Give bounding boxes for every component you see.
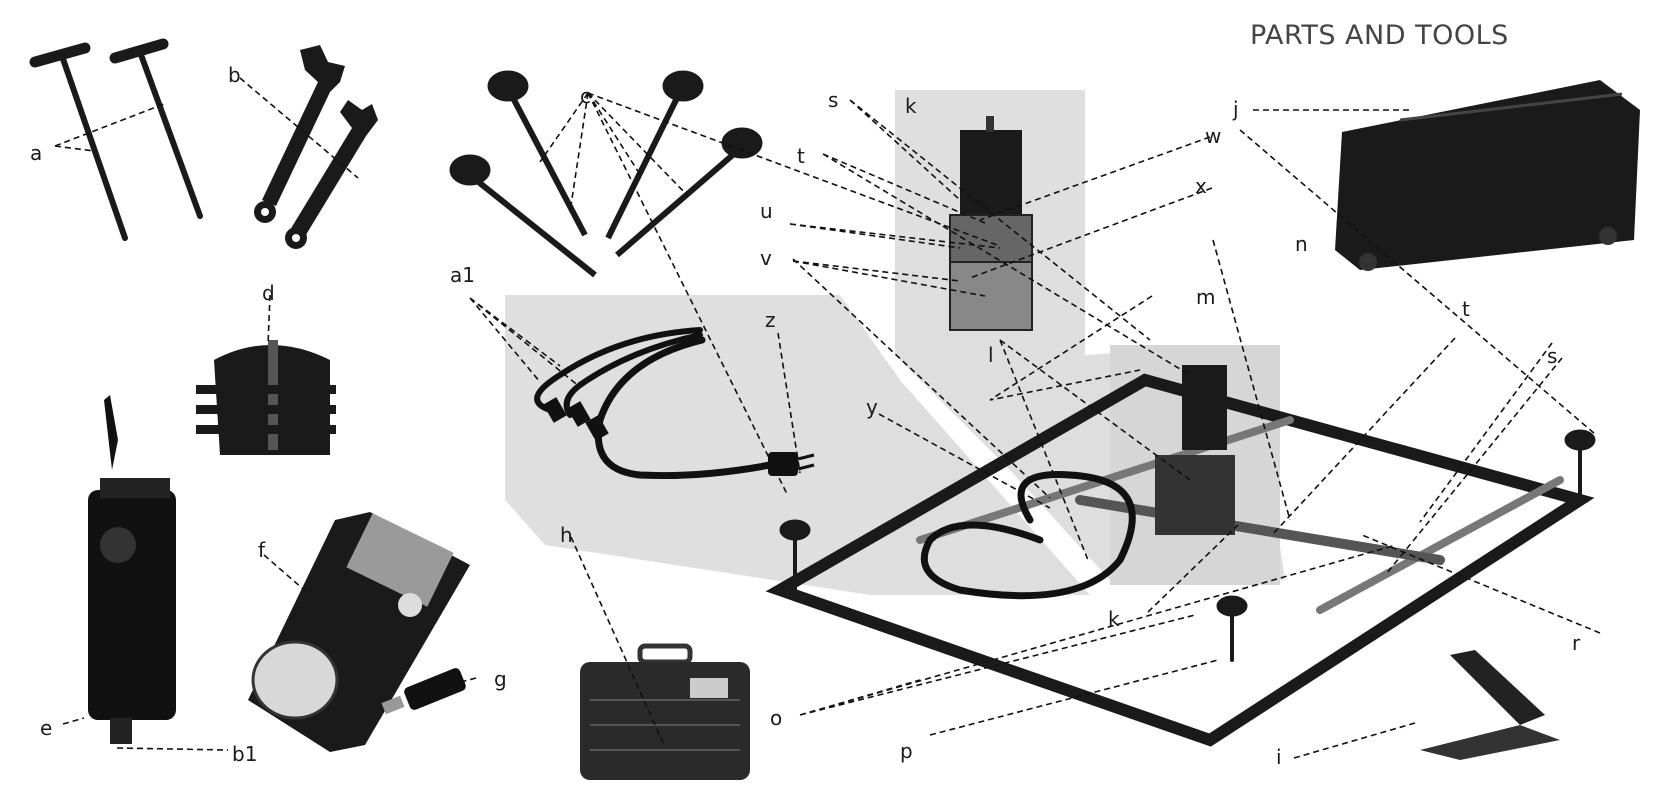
label-u: u xyxy=(760,199,773,223)
label-n: n xyxy=(1295,232,1308,256)
label-j: j xyxy=(1232,97,1239,121)
laptop-icon xyxy=(1420,650,1560,760)
label-b1: b1 xyxy=(232,742,257,766)
handwheel-pendant-icon xyxy=(248,512,470,752)
spindle-clamp-icon xyxy=(196,340,336,455)
wrench-icon xyxy=(254,45,378,249)
label-l: l xyxy=(988,343,994,367)
label-d: d xyxy=(262,281,275,305)
carry-case-icon xyxy=(580,646,750,780)
label-k2: k xyxy=(1108,607,1120,631)
label-k: k xyxy=(905,94,917,118)
label-t2: t xyxy=(1462,297,1470,321)
label-r: r xyxy=(1572,631,1581,655)
transport-case-icon xyxy=(1335,80,1640,271)
label-a: a xyxy=(30,141,42,165)
label-f: f xyxy=(258,538,266,562)
label-t: t xyxy=(797,144,805,168)
spindle-motor-icon xyxy=(88,395,176,744)
label-y: y xyxy=(866,395,878,419)
label-o: o xyxy=(770,706,782,730)
label-e: e xyxy=(40,716,52,740)
label-s: s xyxy=(828,88,838,112)
label-h: h xyxy=(560,523,573,547)
label-w: w xyxy=(1205,124,1221,148)
label-i: i xyxy=(1276,745,1282,769)
label-z: z xyxy=(765,308,776,332)
label-m: m xyxy=(1196,285,1215,309)
label-p: p xyxy=(900,739,913,763)
label-x: x xyxy=(1195,174,1207,198)
z-axis-motor-icon xyxy=(950,116,1032,330)
label-s2: s xyxy=(1547,344,1557,368)
label-v: v xyxy=(760,246,772,270)
label-g: g xyxy=(494,667,507,691)
label-a1: a1 xyxy=(450,263,475,287)
t-handle-key-icon xyxy=(35,44,200,238)
thumb-screw-icon xyxy=(450,71,762,275)
label-c: c xyxy=(580,84,591,108)
label-b: b xyxy=(228,63,241,87)
